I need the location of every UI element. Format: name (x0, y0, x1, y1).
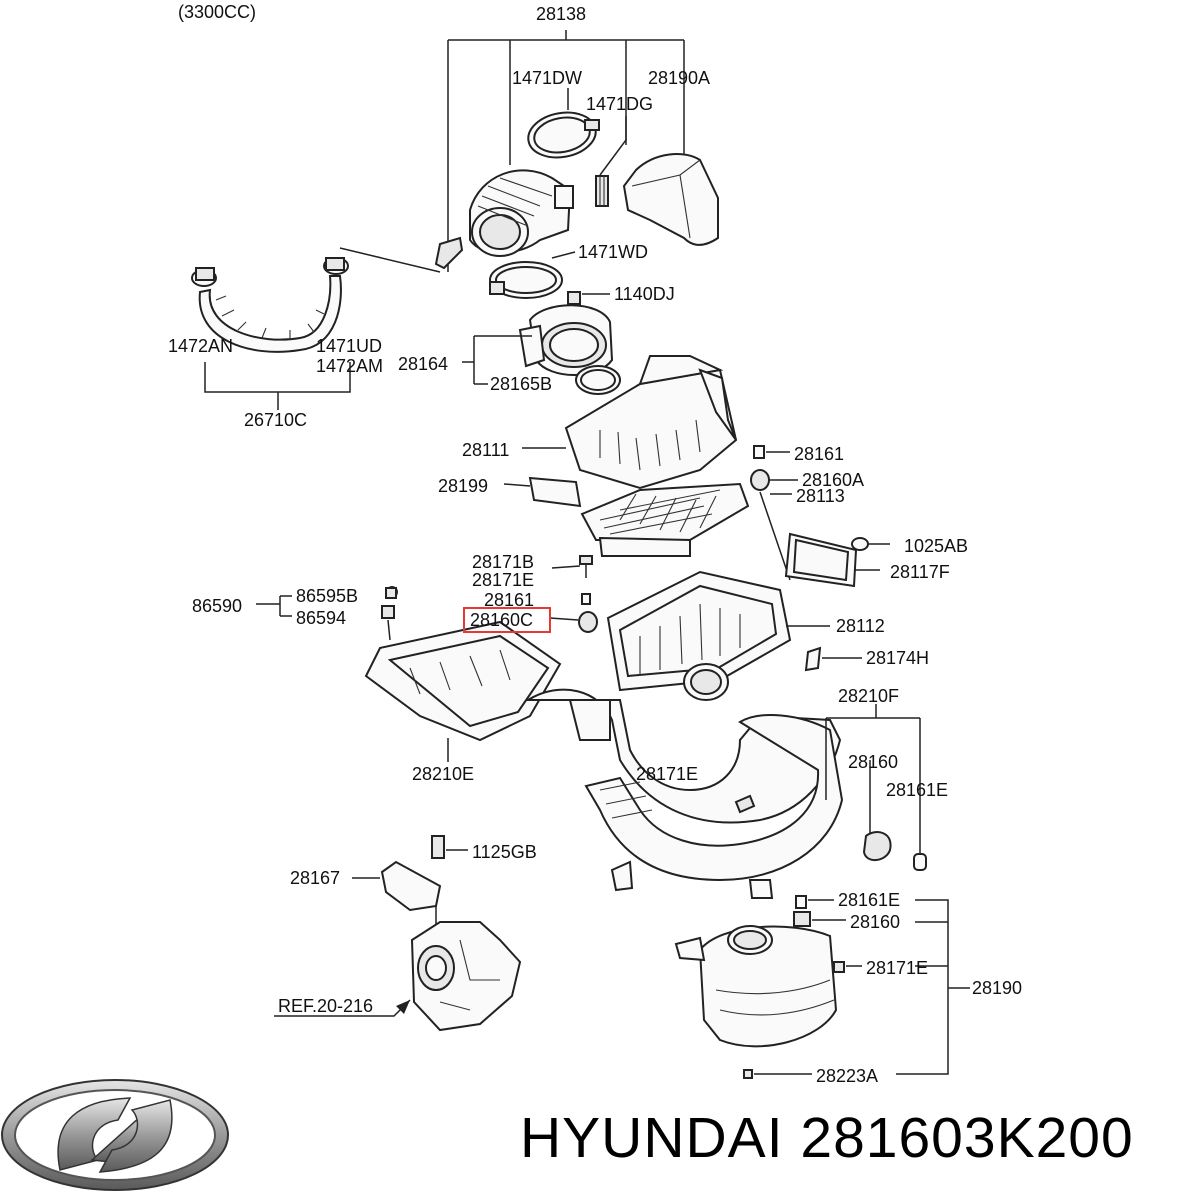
part-label-1471wd: 1471WD (578, 242, 648, 262)
part-label-86595b: 86595B (296, 586, 358, 606)
bracket-86590 (256, 587, 397, 619)
part-label-28161-mid: 28161 (484, 590, 534, 610)
part-label-28160-low: 28160 (850, 912, 900, 932)
part-label-1125gb: 1125GB (472, 842, 537, 862)
part-label-28117f: 28117F (890, 562, 950, 582)
part-label-28174h: 28174H (866, 648, 929, 668)
part-label-28160a: 28160A (802, 470, 864, 490)
part-label-28165b: 28165B (490, 374, 552, 394)
air-cleaner-cover-28111 (522, 355, 738, 490)
part-label-28164: 28164 (398, 354, 448, 374)
intake-hose-group (339, 30, 719, 273)
air-cleaner-body-28112 (606, 570, 862, 701)
part-label-1025ab: 1025AB (904, 536, 968, 556)
gasket-28117f (784, 532, 890, 588)
seal-ring-28165b (575, 365, 621, 395)
part-label-1471ud: 1471UD (316, 336, 382, 356)
part-label-28171e-low: 28171E (866, 958, 928, 978)
part-label-1472an: 1472AN (168, 336, 233, 356)
part-label-86594: 86594 (296, 608, 346, 628)
part-label-26710c: 26710C (244, 410, 307, 430)
highlight-box-28160c (463, 607, 551, 633)
part-label-28112: 28112 (836, 616, 885, 636)
ref-label: REF.20-216 (278, 996, 373, 1016)
part-label-86590: 86590 (192, 596, 242, 616)
resonator-28190 (674, 895, 970, 1079)
clamp-1471wd (489, 251, 576, 299)
part-label-28161e-right: 28161E (886, 780, 948, 800)
screw-1140dj (567, 291, 610, 305)
part-label-28113: 28113 (796, 486, 845, 506)
air-flow-sensor-28164 (462, 304, 614, 385)
part-label-28161-top: 28161 (794, 444, 844, 464)
part-label-28160c: 28160C (470, 610, 533, 630)
part-label-28190: 28190 (972, 978, 1022, 998)
part-label-28223a: 28223A (816, 1066, 878, 1086)
breather-hose-26710c (191, 257, 351, 410)
part-label-28199: 28199 (438, 476, 488, 496)
part-label-1471dg: 1471DG (586, 94, 653, 114)
part-label-28167: 28167 (290, 868, 340, 888)
filter-element-28113 (580, 482, 750, 557)
air-intake-duct-28210f (524, 688, 927, 899)
part-label-28111: 28111 (462, 440, 509, 460)
part-label-28171e-top: 28171E (472, 570, 534, 590)
part-label-28171e-mid: 28171E (636, 764, 698, 784)
part-label-28210e: 28210E (412, 764, 474, 784)
part-label-28210f: 28210F (838, 686, 899, 706)
part-label-28190a: 28190A (648, 68, 710, 88)
bolts-center (549, 555, 598, 633)
part-label-28160-right: 28160 (848, 752, 898, 772)
part-label-1472am: 1472AM (316, 356, 383, 376)
brand-caption: HYUNDAI 281603K200 (520, 1106, 1134, 1170)
part-label-1471dw: 1471DW (512, 68, 582, 88)
engine-label: (3300CC) (178, 2, 256, 22)
part-label-28171b: 28171B (472, 552, 534, 572)
part-label-28138: 28138 (536, 4, 586, 24)
small-bushings-right (750, 445, 798, 581)
label-plate-28199 (503, 476, 582, 508)
part-label-28161e-low: 28161E (838, 890, 900, 910)
hyundai-logo-icon (1, 1079, 229, 1191)
mount-bracket-28167 (274, 835, 522, 1032)
air-duct-shroud-28210e (364, 586, 562, 762)
part-label-1140dj: 1140DJ (614, 284, 675, 304)
